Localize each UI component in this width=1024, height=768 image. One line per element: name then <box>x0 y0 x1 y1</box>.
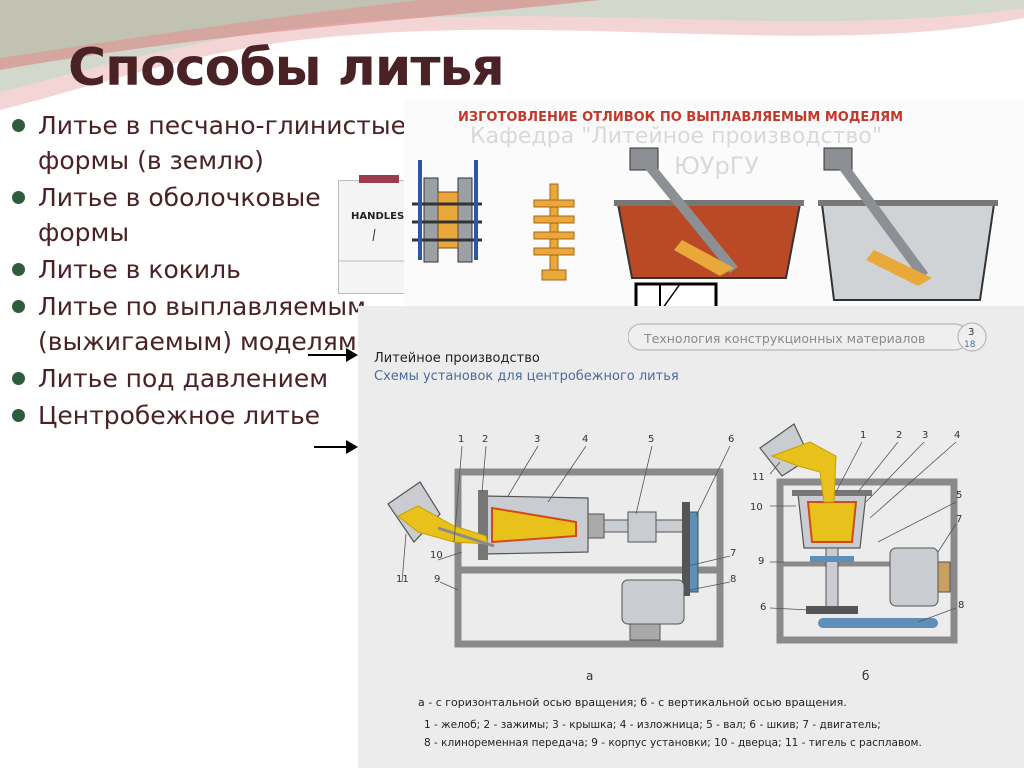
label-5: 5 <box>648 434 654 445</box>
bullet-text: Литье в оболочковые формы <box>38 183 321 247</box>
figure-b-label: б <box>862 669 869 683</box>
bullet-item: Литье под давлением <box>12 361 412 396</box>
bullet-item: Центробежное литье <box>12 398 412 433</box>
label-2: 2 <box>482 434 488 445</box>
label-1-b: 1 <box>860 430 866 441</box>
bullet-dot-icon <box>12 300 25 313</box>
pattern-tree-icon <box>534 184 574 280</box>
label-2-b: 2 <box>896 430 902 441</box>
arrow-centrifugal-icon <box>314 446 356 448</box>
label-4-b: 4 <box>954 430 960 441</box>
label-8: 8 <box>730 574 736 585</box>
label-9-b: 9 <box>758 556 764 567</box>
handles-sketch-icon <box>339 181 411 293</box>
label-7: 7 <box>730 548 736 559</box>
label-8-b: 8 <box>958 600 964 611</box>
bullet-text: Литье по выплавляемым (выжигаемым) модел… <box>38 292 366 356</box>
label-10: 10 <box>430 550 443 561</box>
bullet-item: Литье в песчано-глинистые формы (в землю… <box>12 108 412 178</box>
handles-card: HANDLES <box>338 180 412 294</box>
legend-line-1: 1 - желоб; 2 - зажимы; 3 - крышка; 4 - и… <box>424 719 881 731</box>
centrifugal-casting-panel: Технология конструкционных материалов 3 … <box>358 306 1024 768</box>
slide-title: Способы литья <box>68 38 504 98</box>
flask-sand-icon <box>818 148 998 300</box>
label-1: 1 <box>458 434 464 445</box>
figure-a-label: а <box>586 669 593 683</box>
bullet-dot-icon <box>12 119 25 132</box>
investment-casting-diagram <box>404 100 1024 310</box>
label-3-b: 3 <box>922 430 928 441</box>
bullet-text: Литье в песчано-глинистые формы (в землю… <box>38 111 406 175</box>
bullet-dot-icon <box>12 263 25 276</box>
bullet-dot-icon <box>12 372 25 385</box>
arrow-investment-icon <box>308 354 356 356</box>
label-4: 4 <box>582 434 588 445</box>
pattern-die-icon <box>412 160 482 262</box>
bullet-text: Центробежное литье <box>38 401 320 430</box>
label-6: 6 <box>728 434 734 445</box>
label-7-b: 7 <box>956 514 962 525</box>
bullet-text: Литье под давлением <box>38 364 328 393</box>
label-5-b: 5 <box>956 490 962 501</box>
legend-line-2: 8 - клиноременная передача; 9 - корпус у… <box>424 737 922 749</box>
label-10-b: 10 <box>750 502 763 513</box>
label-6-b: 6 <box>760 602 766 613</box>
label-3: 3 <box>534 434 540 445</box>
slurry-dip-icon <box>614 148 804 278</box>
bullet-dot-icon <box>12 191 25 204</box>
label-11: 11 <box>396 574 409 585</box>
label-9: 9 <box>434 574 440 585</box>
bullet-text: Литье в кокиль <box>38 255 241 284</box>
figure-caption: а - с горизонтальной осью вращения; б - … <box>418 696 847 709</box>
bullet-dot-icon <box>12 409 25 422</box>
investment-casting-panel: Кафедра "Литейное производство" ЮУрГУ ИЗ… <box>404 100 1024 310</box>
centrifugal-diagram: 1 2 3 4 5 6 7 8 9 10 11 а <box>358 306 1024 686</box>
vertical-machine <box>760 424 954 640</box>
label-11-b: 11 <box>752 472 765 483</box>
